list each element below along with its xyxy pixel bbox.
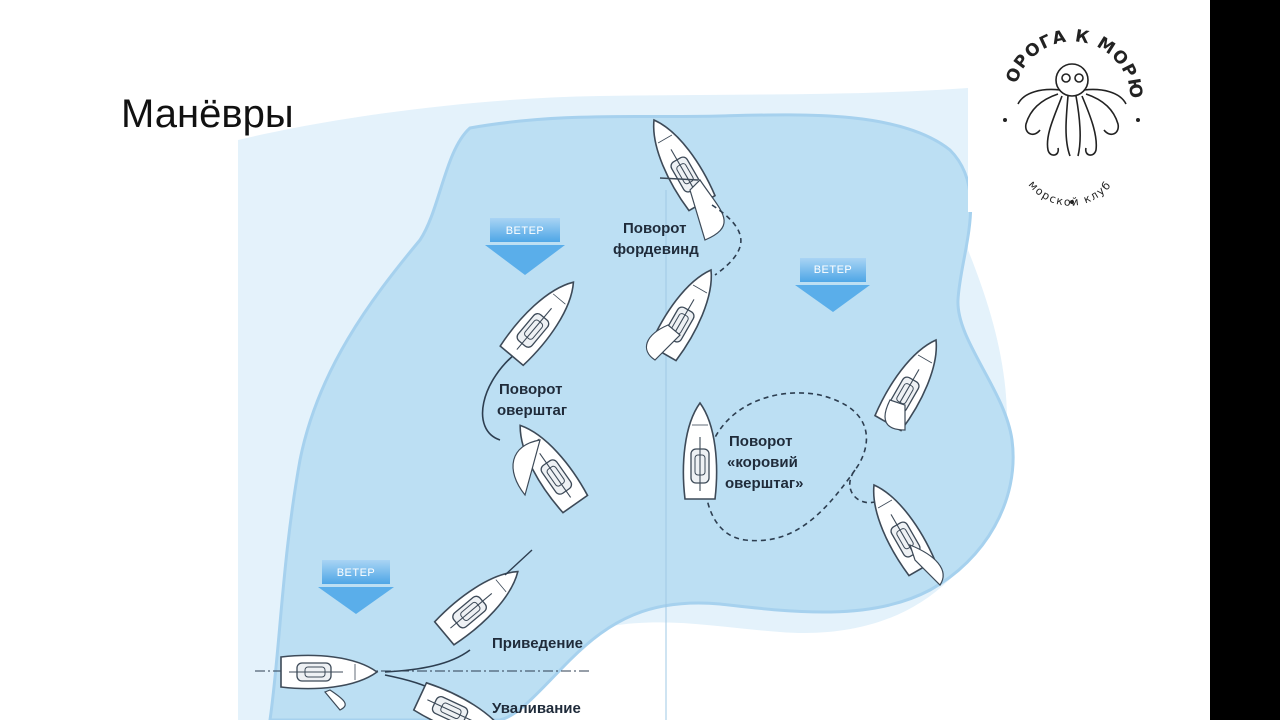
jibe-sail-2 [645, 324, 681, 361]
svg-text:ВЕТЕР: ВЕТЕР [814, 264, 853, 276]
start-sail [324, 689, 346, 711]
tack-path [481, 349, 521, 441]
svg-text:ВЕТЕР: ВЕТЕР [506, 225, 545, 237]
cow-tack-label-2: «коровий [727, 454, 798, 471]
luff-up-label: Приведение [492, 635, 583, 652]
jibe-label-1: Поворот [623, 220, 686, 237]
maneuvers-diagram: ВЕТЕР ВЕТЕР ВЕТЕР [0, 0, 1146, 720]
cow-tack-sail-3 [909, 543, 944, 586]
slide: ВЕТЕР ВЕТЕР ВЕТЕР [0, 0, 1210, 720]
slide-title: Манёвры [121, 92, 294, 136]
cow-tack-label-3: оверштаг» [725, 475, 803, 492]
wind-marker-1: ВЕТЕР [485, 218, 565, 275]
jibe-label-2: фордевинд [613, 241, 699, 258]
svg-text:ВЕТЕР: ВЕТЕР [337, 567, 376, 579]
luff-up-path [384, 649, 471, 673]
jibe-boom-1 [659, 177, 699, 181]
tack-label-2: оверштаг [497, 402, 567, 419]
wind-marker-3: ВЕТЕР [318, 560, 394, 614]
cow-tack-path [704, 392, 881, 542]
tack-label-1: Поворот [499, 381, 562, 398]
cow-tack-sail-2 [884, 399, 906, 431]
jibe-sail-1 [689, 179, 725, 241]
tack-sail-2 [512, 439, 541, 497]
octopus-icon [1017, 63, 1127, 157]
bear-away-label: Уваливание [492, 700, 581, 717]
wind-marker-2: ВЕТЕР [795, 258, 870, 312]
luff-up-heading [504, 549, 533, 576]
jibe-path [711, 204, 742, 276]
cow-tack-label-1: Поворот [729, 433, 792, 450]
